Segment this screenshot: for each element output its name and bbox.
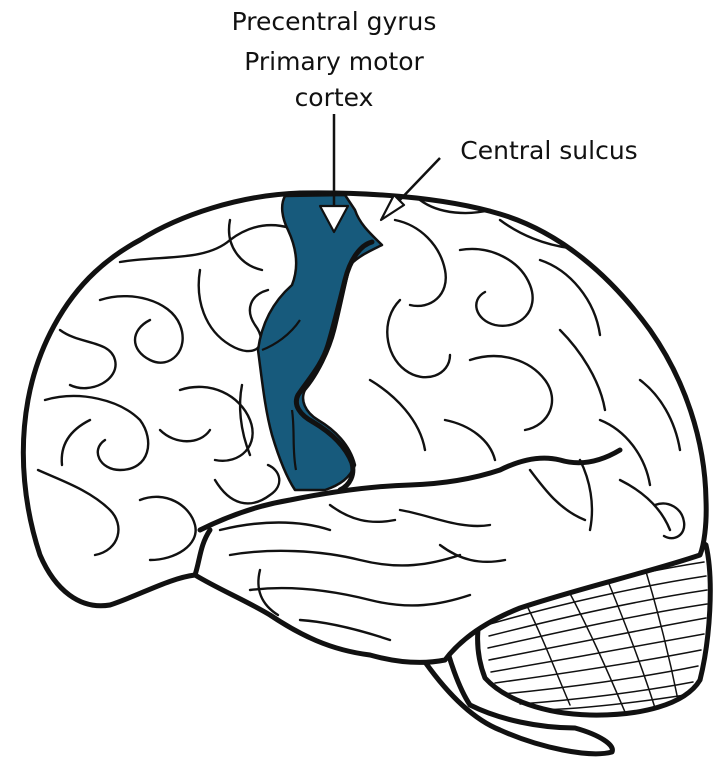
label-precentral-gyrus: Precentral gyrus <box>232 7 437 36</box>
label-primary-motor: Primary motor <box>244 47 424 76</box>
label-central-sulcus: Central sulcus <box>460 136 637 165</box>
label-cortex: cortex <box>295 83 374 112</box>
